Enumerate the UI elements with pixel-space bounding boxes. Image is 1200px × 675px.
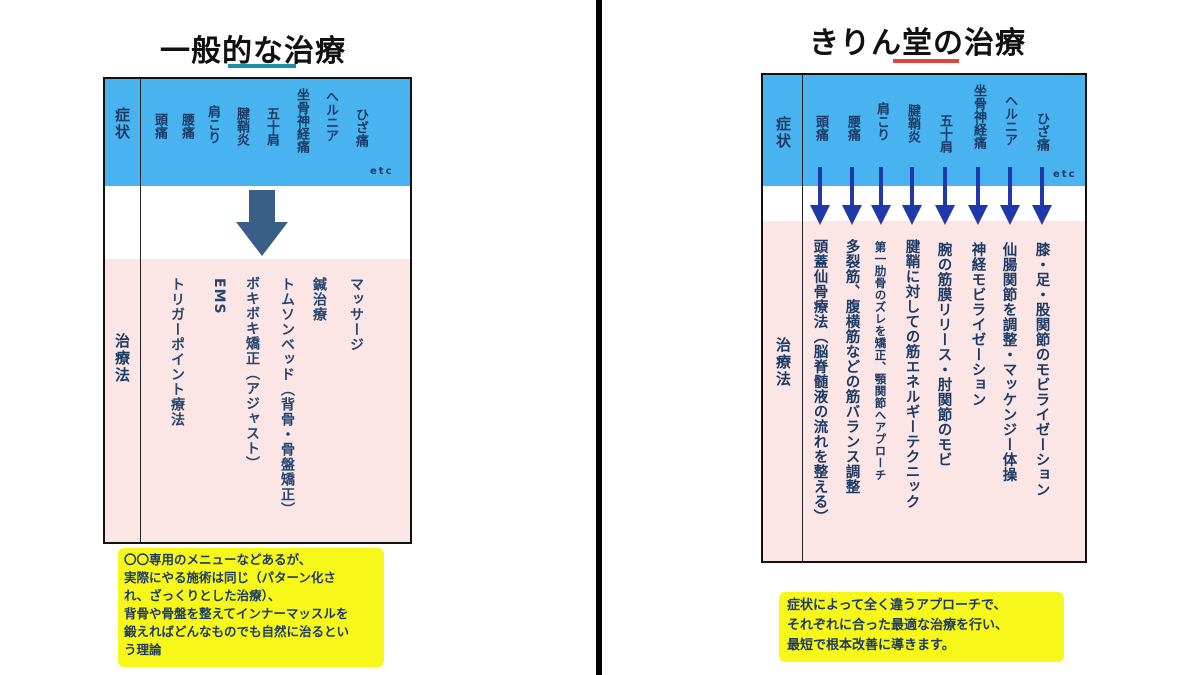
left-symptom-4: 五十肩: [264, 107, 279, 146]
right-symptom-7: ひざ痛: [1034, 112, 1049, 151]
arrow-down-icon: [871, 167, 891, 225]
right-symptom-1: 腰痛: [845, 115, 860, 141]
left-title: 一般的な治療: [160, 34, 346, 69]
center-divider: [596, 0, 602, 675]
right-symptom-label: 症状: [774, 116, 792, 150]
right-title-underline: [893, 59, 959, 63]
left-symptom-3: 腱鞘炎: [234, 107, 249, 146]
left-symptom-0: 頭痛: [152, 113, 167, 139]
left-symptom-5: 坐骨神経痛: [294, 88, 309, 153]
right-symptom-4: 五十肩: [937, 114, 952, 153]
right-treatment-4: 腕の筋膜リリース・肘関節のモビ: [935, 242, 952, 467]
right-title: きりん堂の治療: [809, 26, 1026, 61]
arrow-down-icon: [1032, 167, 1052, 225]
left-symptom-2: 肩こり: [205, 105, 220, 144]
left-etc: etc: [370, 166, 394, 177]
left-symptom-7: ひざ痛: [353, 108, 368, 147]
left-treatment-2: トムソンベッド（背骨・骨盤矯正）: [279, 277, 295, 517]
left-method-band: [105, 259, 410, 542]
arrow-down-icon: [935, 167, 955, 225]
left-title-underline: [228, 64, 296, 68]
left-symptom-6: ヘルニア: [323, 90, 338, 142]
left-note-line-4: 鍛えればどんなものでも自然に治るとい: [124, 624, 350, 639]
arrow-down-icon: [902, 167, 922, 225]
right-method-band: [763, 221, 1085, 561]
left-treatment-3: ボキボキ矯正（アジャスト）: [244, 276, 260, 471]
left-note-line-1: 実際にやる施術は同じ（パターン化さ: [124, 570, 336, 585]
arrow-down-icon: [810, 167, 830, 225]
right-treatment-6: 仙腸関節を調整・マッケンジー体操: [1000, 242, 1017, 482]
left-note-line-0: 〇〇専用のメニューなどあるが、: [124, 552, 312, 567]
right-symptom-0: 頭痛: [813, 115, 828, 141]
right-note-line-1: それぞれに合った最適な治療を行い、: [787, 618, 1009, 633]
arrow-down-icon: [1000, 167, 1020, 225]
right-symptom-5: 坐骨神経痛: [971, 84, 986, 149]
right-treatment-1: 多裂筋、腹横筋などの筋バランス調整: [843, 239, 860, 494]
left-treatment-1: 鍼治療: [311, 277, 327, 322]
right-symptom-band: [763, 75, 1085, 186]
right-treatment-5: 神経モビライゼーション: [969, 242, 986, 407]
left-method-label: 治療法: [113, 333, 131, 384]
left-column-divider: [140, 79, 141, 542]
right-treatment-7: 膝・足・股関節のモビライゼーション: [1033, 242, 1050, 497]
left-table: 症状 治療法 頭痛 腰痛 肩こり 腱鞘炎 五十肩 坐骨神経痛 ヘルニア ひざ痛 …: [103, 77, 412, 544]
left-note: 〇〇専用のメニューなどあるが、 実際にやる施術は同じ（パターン化さ れ、ざっくり…: [118, 548, 384, 667]
left-note-line-3: 背骨や骨盤を整えてインナーマッスルを: [124, 606, 349, 621]
right-treatment-0: 頭蓋仙骨療法（脳脊髄液の流れを整える）: [811, 239, 828, 524]
right-note: 症状によって全く違うアプローチで、 それぞれに合った最適な治療を行い、 最短で根…: [779, 592, 1064, 662]
right-table: 症状 治療法 頭痛 腰痛 肩こり 腱鞘炎 五十肩 坐骨神経痛 ヘルニア ひざ痛 …: [761, 73, 1087, 563]
right-note-line-0: 症状によって全く違うアプローチで、: [787, 598, 1007, 613]
right-treatment-2: 第一肋骨のズレを矯正、顎関節へアプローチ: [873, 241, 888, 481]
right-symptom-2: 肩こり: [874, 102, 889, 141]
arrow-down-icon: [968, 167, 988, 225]
left-treatment-5: トリガーポイント療法: [169, 277, 185, 427]
right-note-line-2: 最短で根本改善に導きます。: [787, 638, 955, 653]
arrow-down-icon: [842, 167, 862, 225]
left-treatment-0: マッサージ: [348, 277, 364, 352]
right-method-label: 治療法: [774, 337, 792, 388]
down-arrow-icon: [236, 190, 288, 256]
left-symptom-band: [105, 79, 410, 186]
right-etc: etc: [1053, 169, 1077, 180]
left-note-line-5: う理論: [124, 642, 162, 657]
right-column-divider: [802, 75, 803, 561]
right-treatment-3: 腱鞘に対しての筋エネルギーテクニック: [903, 239, 920, 509]
left-symptom-1: 腰痛: [179, 113, 194, 139]
right-symptom-3: 腱鞘炎: [905, 104, 920, 143]
left-note-line-2: れ、ざっくりとした治療）、: [124, 588, 281, 603]
left-symptom-label: 症状: [113, 107, 131, 141]
right-symptom-6: ヘルニア: [1002, 94, 1017, 146]
left-treatment-4: EMS: [211, 278, 227, 315]
